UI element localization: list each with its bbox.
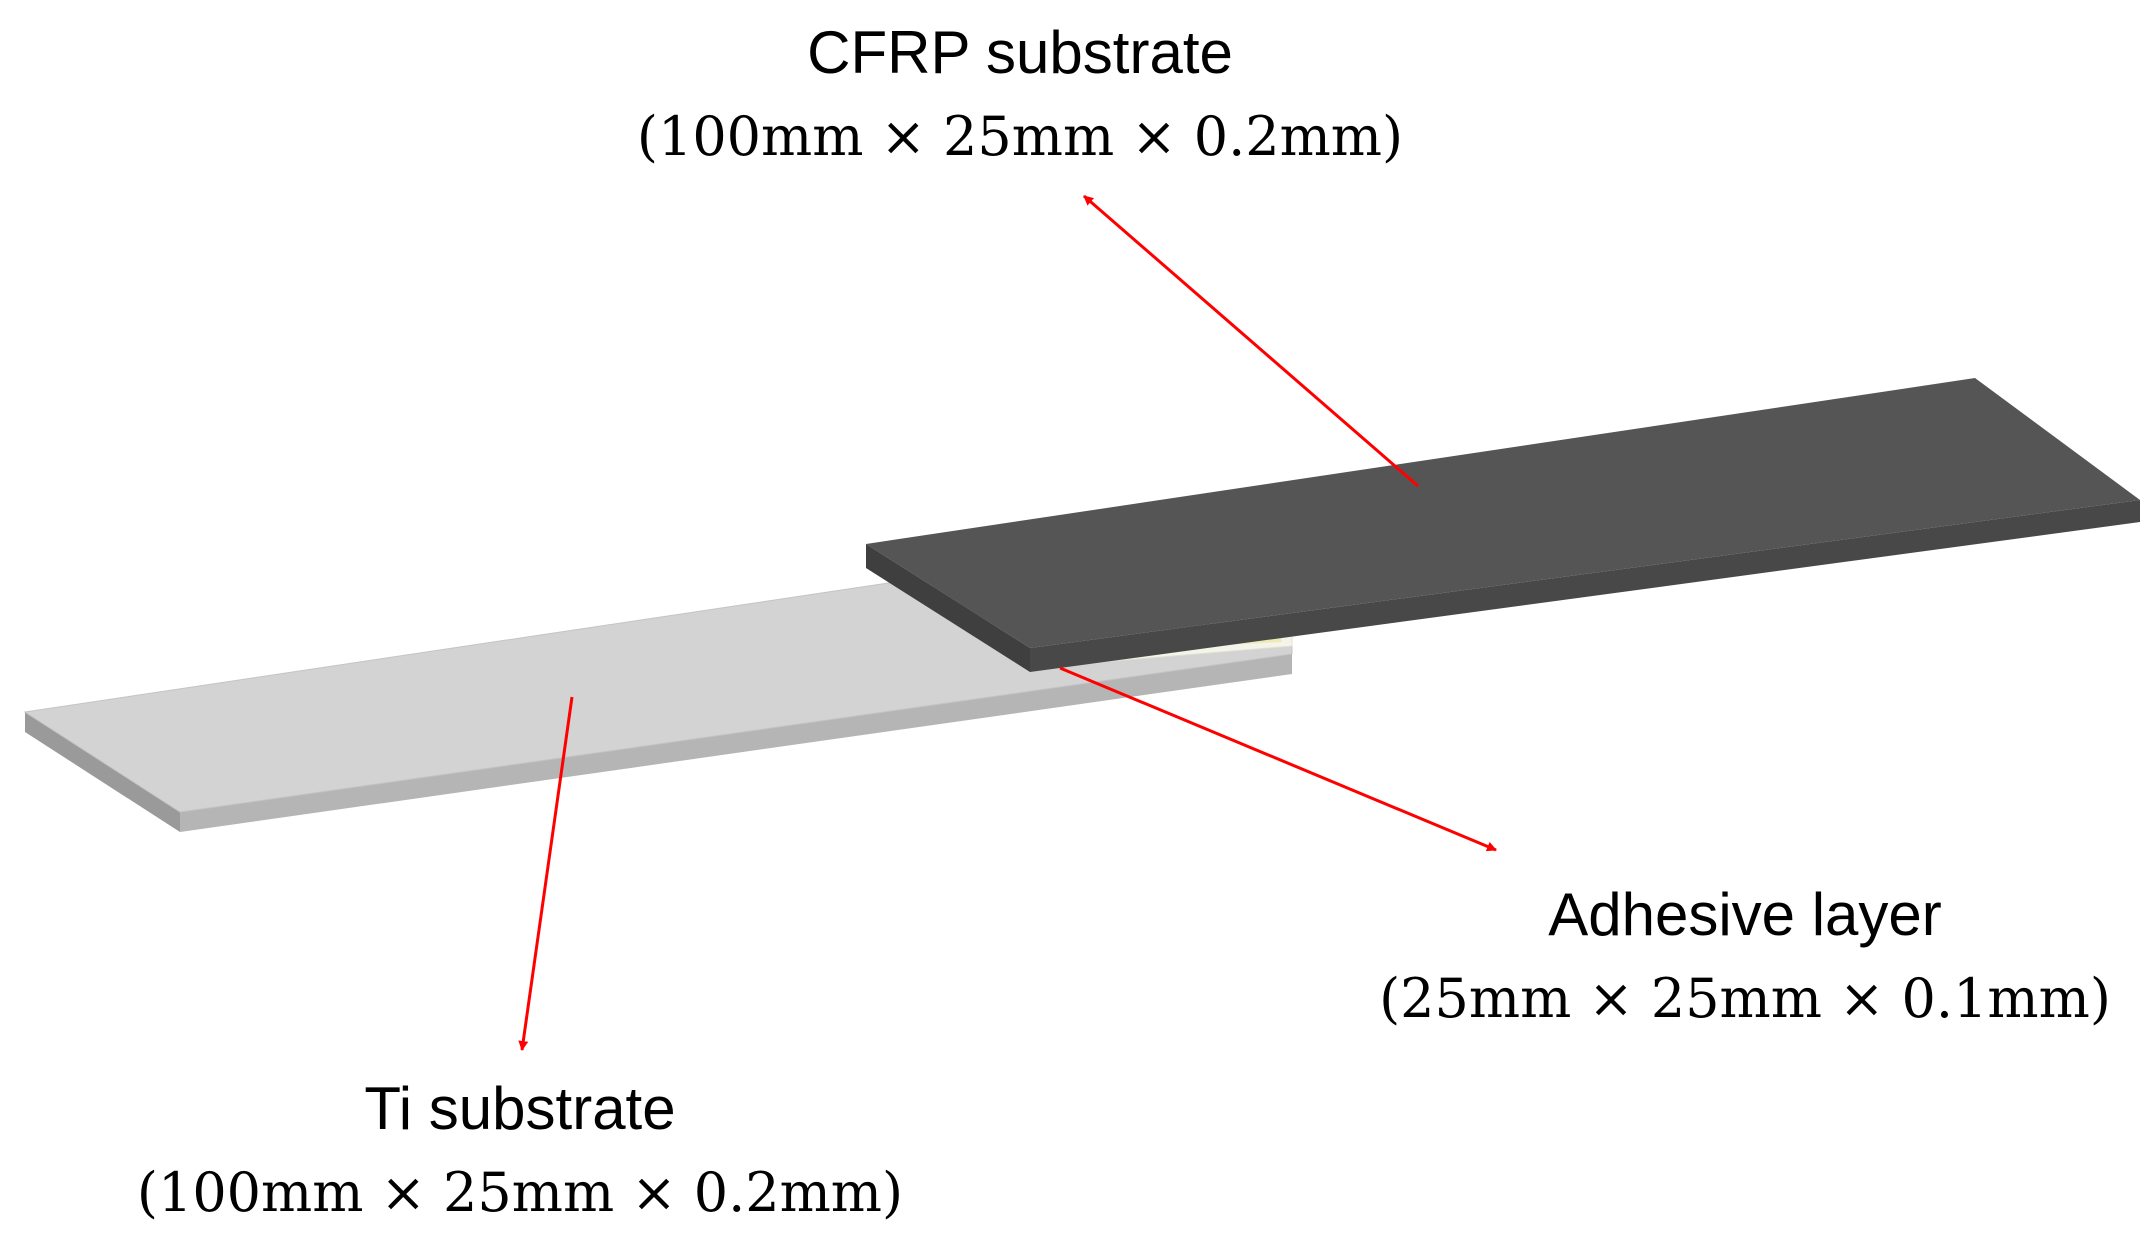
adhesive-pointer-arrow	[1059, 666, 1497, 852]
adhesive-layer-label: Adhesive layer (25mm × 25mm × 0.1mm)	[1295, 874, 2155, 1042]
ti-substrate-front-face	[25, 712, 180, 832]
cfrp-pointer-arrow	[1083, 194, 1419, 488]
cfrp-substrate-side-face	[1030, 500, 2140, 672]
ti-substrate-dimensions: (100mm × 25mm × 0.2mm)	[136, 1161, 904, 1224]
ti-substrate-name: Ti substrate	[364, 1075, 676, 1142]
cfrp-substrate-label: CFRP substrate (100mm × 25mm × 0.2mm)	[520, 12, 1520, 180]
ti-substrate-label: Ti substrate (100mm × 25mm × 0.2mm)	[60, 1068, 980, 1236]
cfrp-substrate-front-face	[866, 544, 1030, 672]
ti-substrate	[23, 581, 1293, 832]
ti-pointer-arrow	[518, 696, 574, 1051]
ti-substrate-side-face	[180, 654, 1292, 832]
cfrp-substrate	[866, 378, 2140, 672]
adhesive-layer-name: Adhesive layer	[1548, 881, 1942, 948]
adhesive-layer-dimensions: (25mm × 25mm × 0.1mm)	[1379, 967, 2111, 1030]
cfrp-substrate-top-face	[866, 378, 2140, 648]
cfrp-substrate-dimensions: (100mm × 25mm × 0.2mm)	[636, 105, 1404, 168]
cfrp-substrate-name: CFRP substrate	[807, 19, 1233, 86]
